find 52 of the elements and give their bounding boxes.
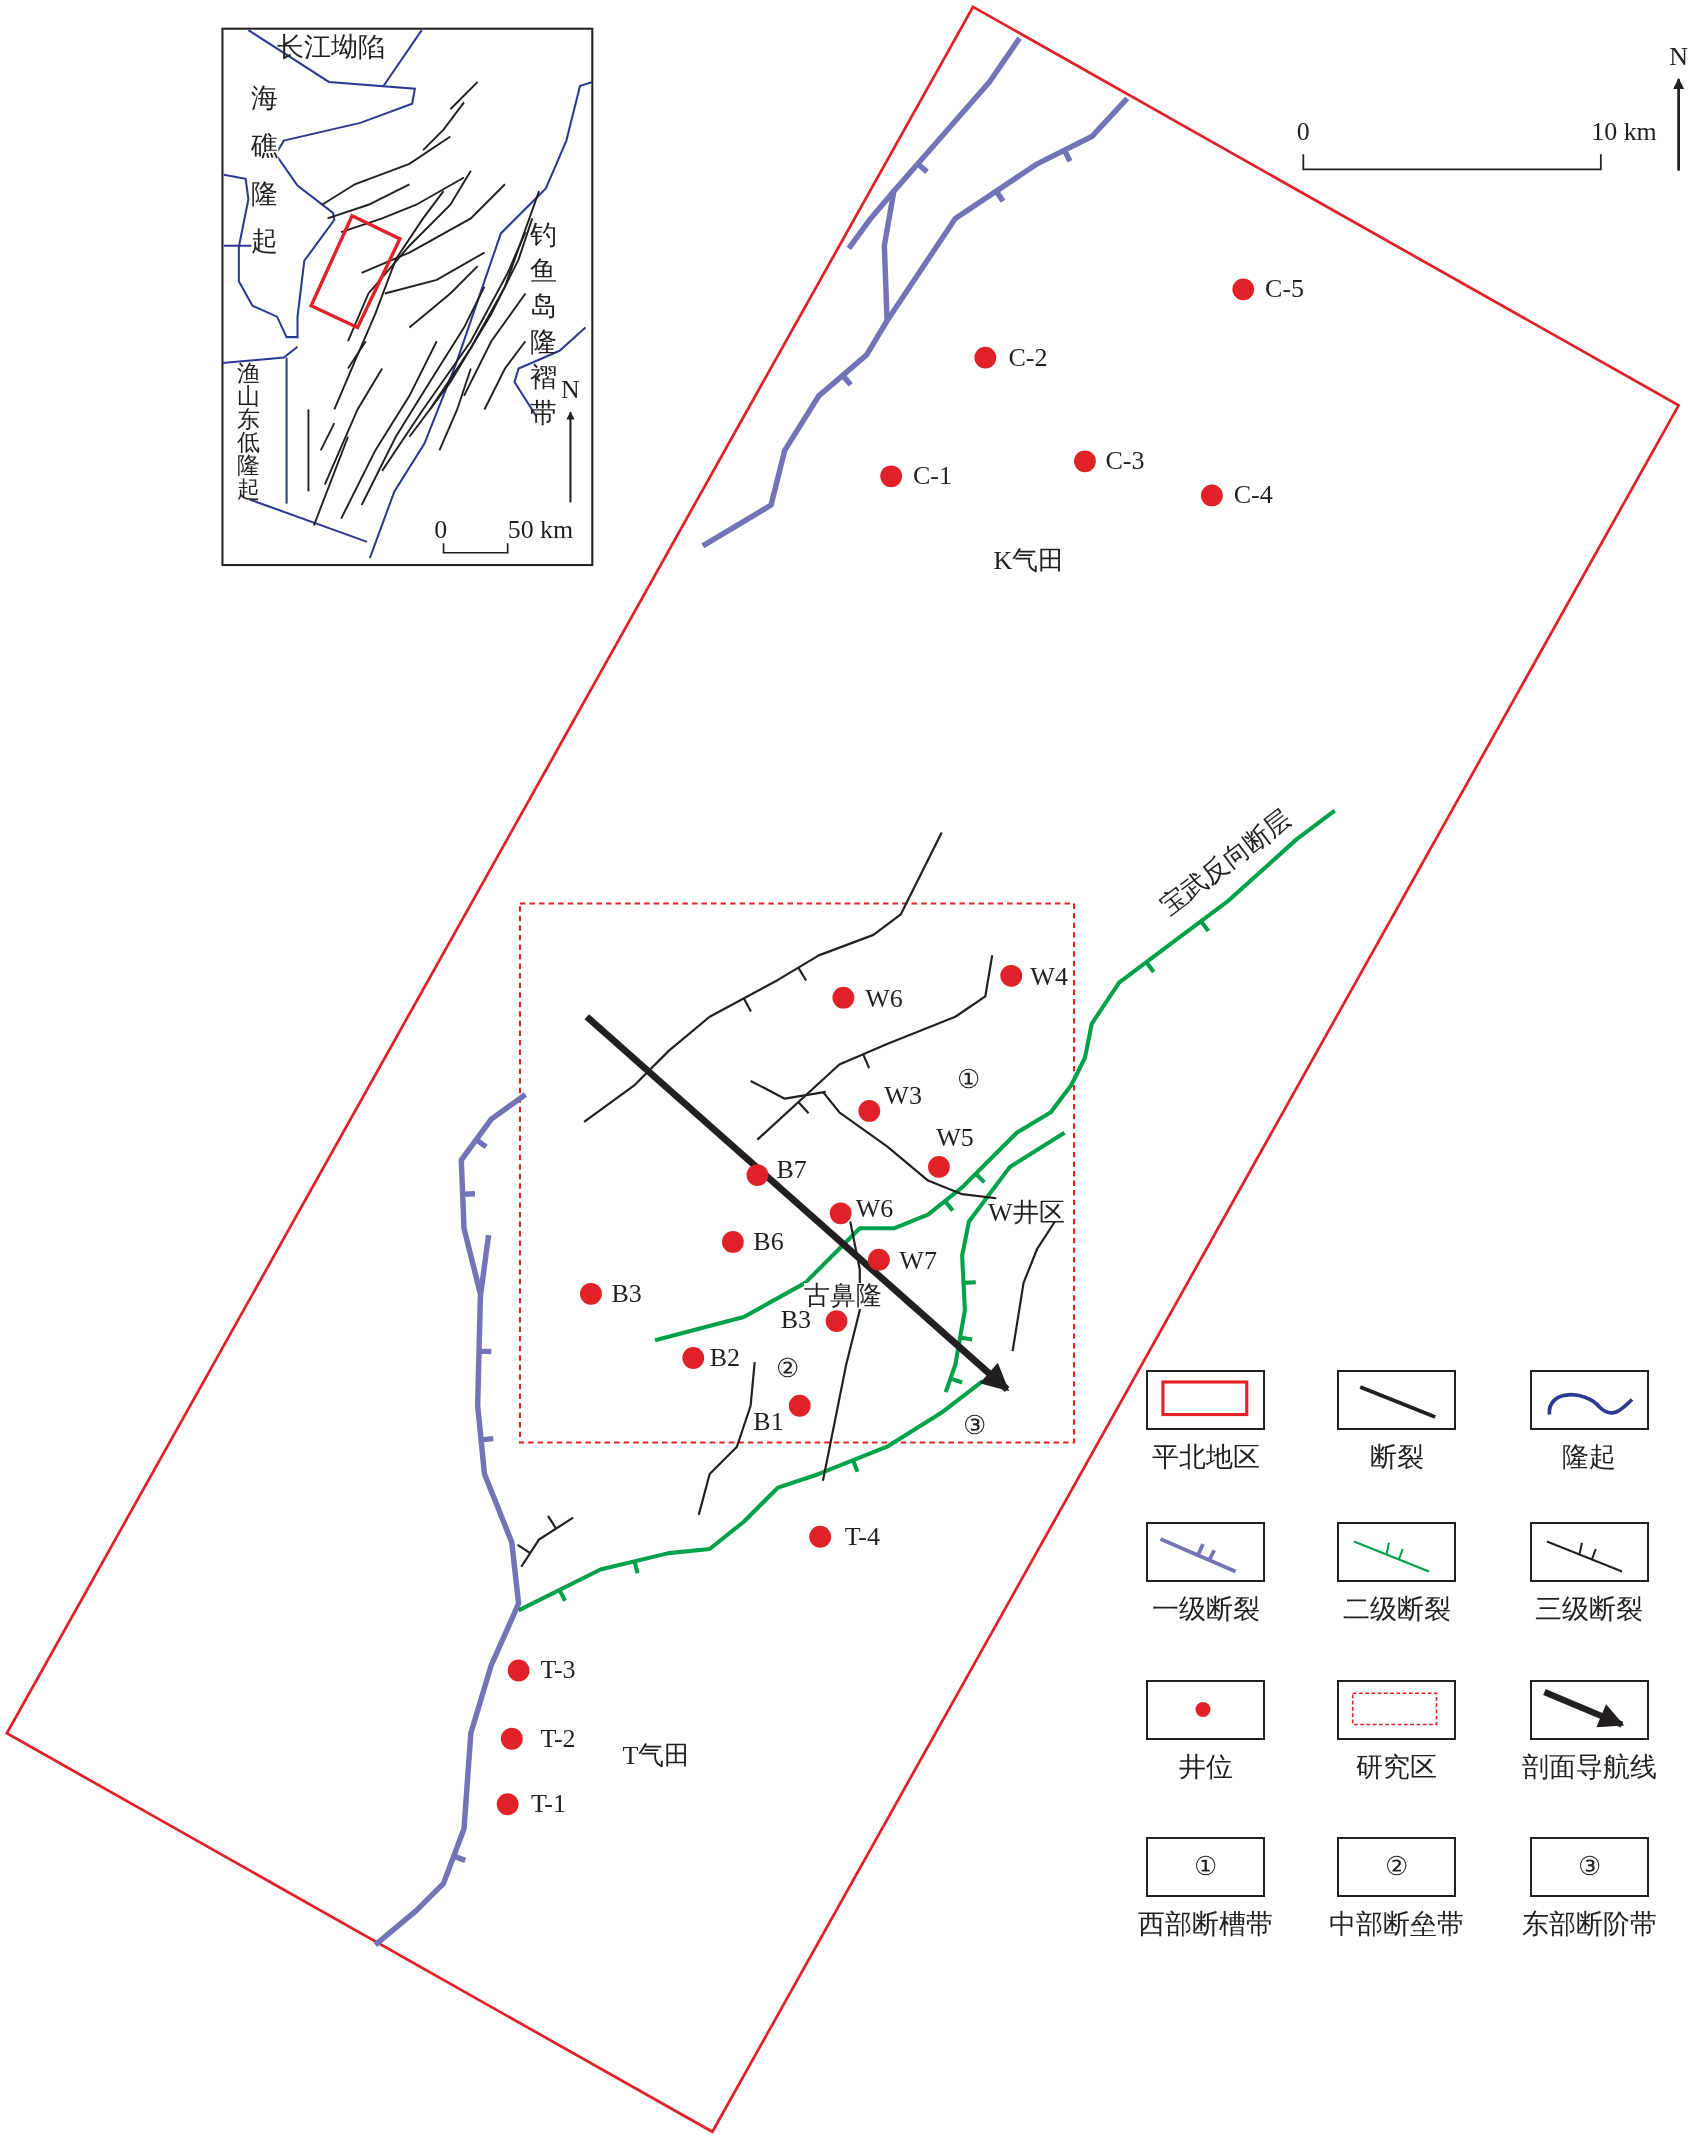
well-label: T-1 <box>530 1791 567 1818</box>
legend-label: 二级断裂 <box>1342 1592 1451 1626</box>
zone-number: ③ <box>962 1413 986 1440</box>
well-label: B2 <box>709 1344 740 1371</box>
legend-label: 隆起 <box>1562 1441 1617 1475</box>
well-label: W6 <box>865 986 903 1012</box>
area-label: W井区 <box>988 1200 1065 1227</box>
well-label: B1 <box>753 1409 784 1436</box>
well-label: C-3 <box>1105 448 1145 475</box>
legend-label: 三级断裂 <box>1535 1592 1644 1626</box>
scale-label: 50 km <box>507 516 574 543</box>
legend-label: 井位 <box>1178 1751 1233 1785</box>
structure-label: 古鼻隆 <box>804 1283 883 1310</box>
zone-number: ① <box>1194 1853 1218 1880</box>
legend-label: 研究区 <box>1356 1751 1438 1785</box>
well-label: C-4 <box>1233 482 1273 509</box>
field-label: T气田 <box>622 1743 691 1770</box>
fault-name-label: 宝武反向断层 <box>1155 805 1296 920</box>
well-label: C-2 <box>1008 344 1048 371</box>
legend-label: 一级断裂 <box>1151 1592 1260 1626</box>
legend-label: 平北地区 <box>1151 1441 1260 1475</box>
legend-label: 东部断阶带 <box>1521 1907 1657 1941</box>
legend-label: 中部断垒带 <box>1329 1907 1465 1941</box>
scale-label: 0 <box>434 516 448 543</box>
zone-number: ③ <box>1577 1853 1601 1880</box>
region-label: 渔山东低隆起 <box>236 361 260 501</box>
north-label: N <box>561 377 580 404</box>
well-label: W3 <box>884 1082 922 1109</box>
north-label: N <box>1669 44 1688 71</box>
well-label: T-2 <box>540 1725 576 1752</box>
region-label: 钓鱼岛隆褶带 <box>529 219 557 430</box>
scale-label: 10 km <box>1591 119 1657 146</box>
well-label: W5 <box>936 1125 974 1152</box>
well-label: W6 <box>855 1196 894 1223</box>
well-label: C-5 <box>1265 276 1305 303</box>
well-label: B6 <box>753 1228 784 1255</box>
legend-label: 西部断槽带 <box>1138 1907 1274 1941</box>
well-label: W4 <box>1030 964 1068 991</box>
zone-number: ② <box>775 1355 799 1382</box>
well-label: T-3 <box>540 1657 576 1684</box>
zone-number: ② <box>1385 1853 1409 1880</box>
well-label: C-1 <box>913 463 952 490</box>
scale-label: 0 <box>1296 119 1310 146</box>
well-label: B7 <box>776 1156 807 1183</box>
legend-label: 剖面导航线 <box>1521 1751 1657 1785</box>
well-label: T-4 <box>844 1523 880 1550</box>
legend-label: 断裂 <box>1369 1441 1424 1475</box>
field-label: K气田 <box>993 547 1065 574</box>
zone-number: ① <box>957 1066 981 1093</box>
well-label: B3 <box>611 1280 642 1307</box>
well-label: W7 <box>899 1248 937 1274</box>
region-label: 长江坳陷 <box>277 34 386 62</box>
